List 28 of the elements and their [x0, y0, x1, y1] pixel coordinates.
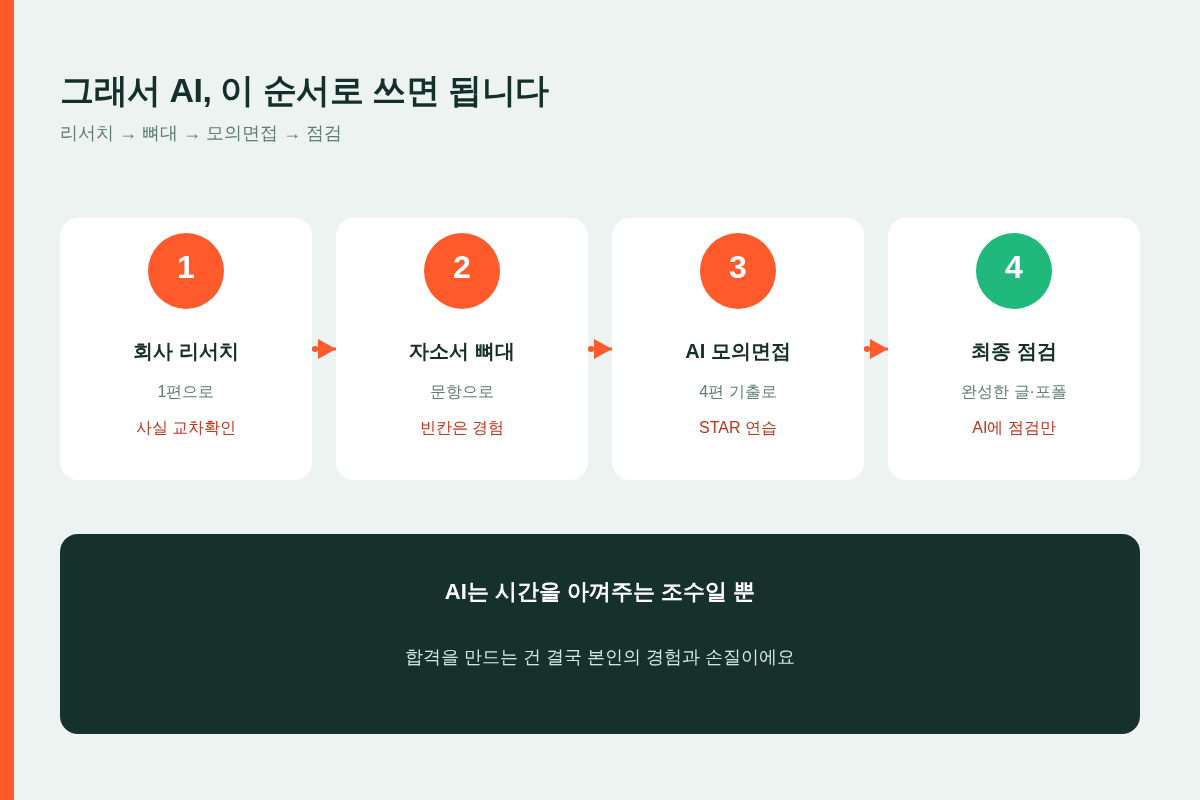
step-title: 최종 점검	[971, 339, 1057, 364]
step-highlight: AI에 점검만	[972, 418, 1056, 438]
step-description: 4편 기출로	[699, 382, 777, 402]
step-card	[888, 218, 1140, 480]
page-title: 그래서 AI, 이 순서로 쓰면 됩니다	[60, 70, 549, 111]
step-title: 자소서 뼈대	[409, 339, 515, 364]
step-highlight: 사실 교차확인	[135, 418, 237, 438]
step-title: 회사 리서치	[133, 339, 239, 364]
step-description: 문항으로	[430, 382, 494, 402]
step-card	[612, 218, 864, 480]
number-circle: 3	[700, 233, 776, 309]
step-description: 1편으로	[157, 382, 215, 402]
arrow	[588, 339, 612, 359]
summary-heading: AI는 시간을 아껴주는 조수일 뿐	[444, 578, 756, 606]
number-circle: 2	[424, 233, 500, 309]
step-card	[60, 218, 312, 480]
number-circle: 1	[148, 233, 224, 309]
subtitle: 리서치 → 뼈대 → 모의면접 → 점검	[60, 122, 342, 145]
step-highlight: STAR 연습	[699, 418, 777, 438]
step-description: 완성한 글·포폴	[961, 382, 1067, 402]
number-circle: 4	[976, 233, 1052, 309]
arrow	[312, 339, 336, 359]
step-highlight: 빈칸은 경험	[419, 418, 505, 438]
summary-panel	[60, 534, 1140, 734]
arrow	[864, 339, 888, 359]
step-card	[336, 218, 588, 480]
step-title: AI 모의면접	[685, 339, 791, 364]
summary-text: 합격을 만드는 건 결국 본인의 경험과 손질이에요	[405, 646, 795, 669]
